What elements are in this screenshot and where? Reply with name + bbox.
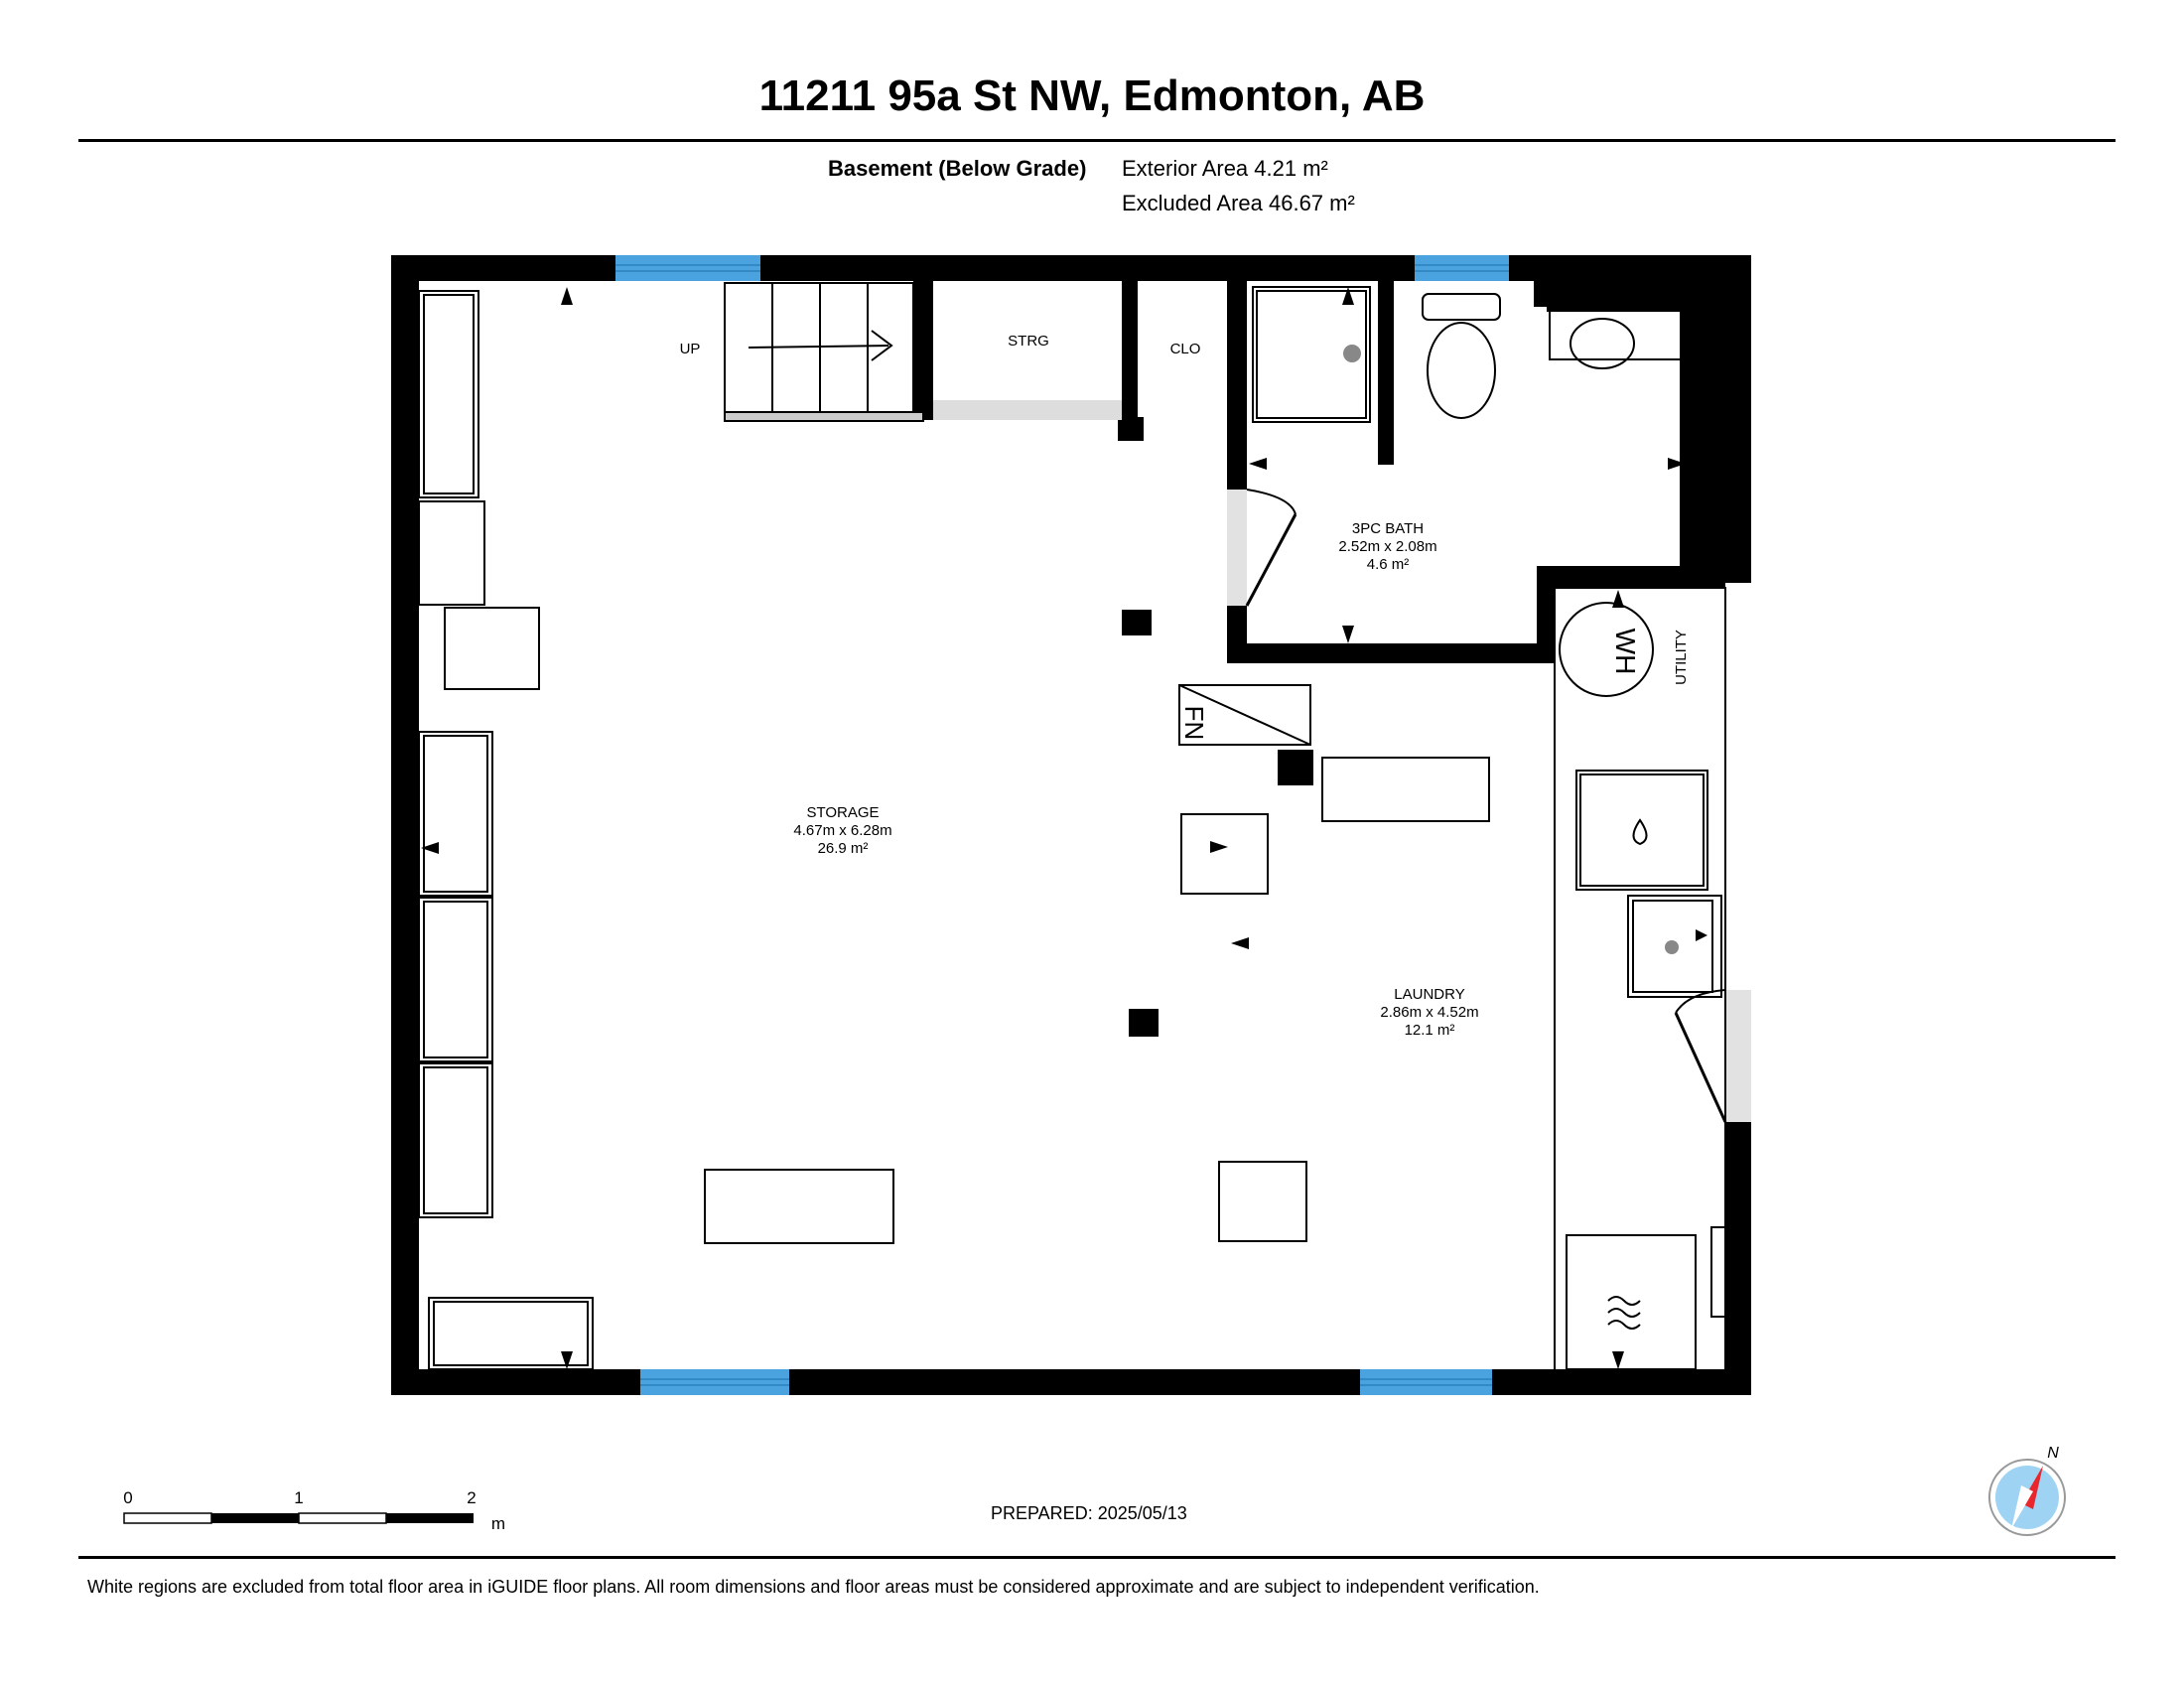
clo-label: CLO — [1170, 341, 1201, 357]
compass-icon — [1988, 1459, 2066, 1536]
interior-walls — [913, 281, 1725, 1037]
laundry-name: LAUNDRY — [1394, 986, 1464, 1003]
up-label: UP — [680, 341, 701, 357]
exterior-area: Exterior Area 4.21 m² — [1122, 156, 1328, 181]
laundry-dims: 2.86m x 4.52m — [1380, 1004, 1478, 1021]
bath-name: 3PC BATH — [1352, 520, 1424, 537]
strg-label: STRG — [1008, 333, 1049, 350]
window-lines — [615, 264, 1509, 1386]
laundry-fixtures — [1559, 602, 1726, 1370]
page-title: 11211 95a St NW, Edmonton, AB — [758, 71, 1426, 120]
storage-furniture — [704, 684, 1490, 1244]
footer-rule — [78, 1556, 2116, 1559]
fn-label: FN — [1179, 706, 1209, 741]
laundry-area: 12.1 m² — [1405, 1022, 1455, 1039]
storage-dims: 4.67m x 6.28m — [793, 822, 891, 839]
scale-unit: m — [491, 1514, 505, 1533]
doors — [933, 400, 1751, 1123]
excluded-area: Excluded Area 46.67 m² — [1122, 191, 1355, 215]
bath-area: 4.6 m² — [1367, 556, 1410, 573]
header-rule — [78, 139, 2116, 142]
level-label: Basement (Below Grade) — [828, 156, 1087, 181]
wh-label: WH — [1610, 629, 1641, 675]
stairs — [724, 282, 924, 422]
bath-fixtures — [1252, 286, 1687, 423]
scale-tick-1: 1 — [294, 1488, 303, 1507]
windows — [615, 255, 1509, 1395]
disclaimer: White regions are excluded from total fl… — [87, 1577, 1540, 1597]
scale-tick-0: 0 — [123, 1488, 132, 1507]
compass-north-label: N — [2047, 1445, 2059, 1462]
bath-dims: 2.52m x 2.08m — [1338, 538, 1436, 555]
prepared-date: PREPARED: 2025/05/13 — [991, 1503, 1187, 1523]
storage-name: STORAGE — [806, 804, 879, 821]
shelving — [418, 290, 594, 1370]
utility-label: UTILITY — [1673, 630, 1690, 685]
direction-markers — [421, 287, 1707, 1369]
outer-walls — [391, 255, 1751, 1395]
scale-bar — [123, 1512, 474, 1524]
scale-tick-2: 2 — [467, 1488, 476, 1507]
storage-area: 26.9 m² — [818, 840, 869, 857]
utility-boundary — [1554, 587, 1726, 1371]
